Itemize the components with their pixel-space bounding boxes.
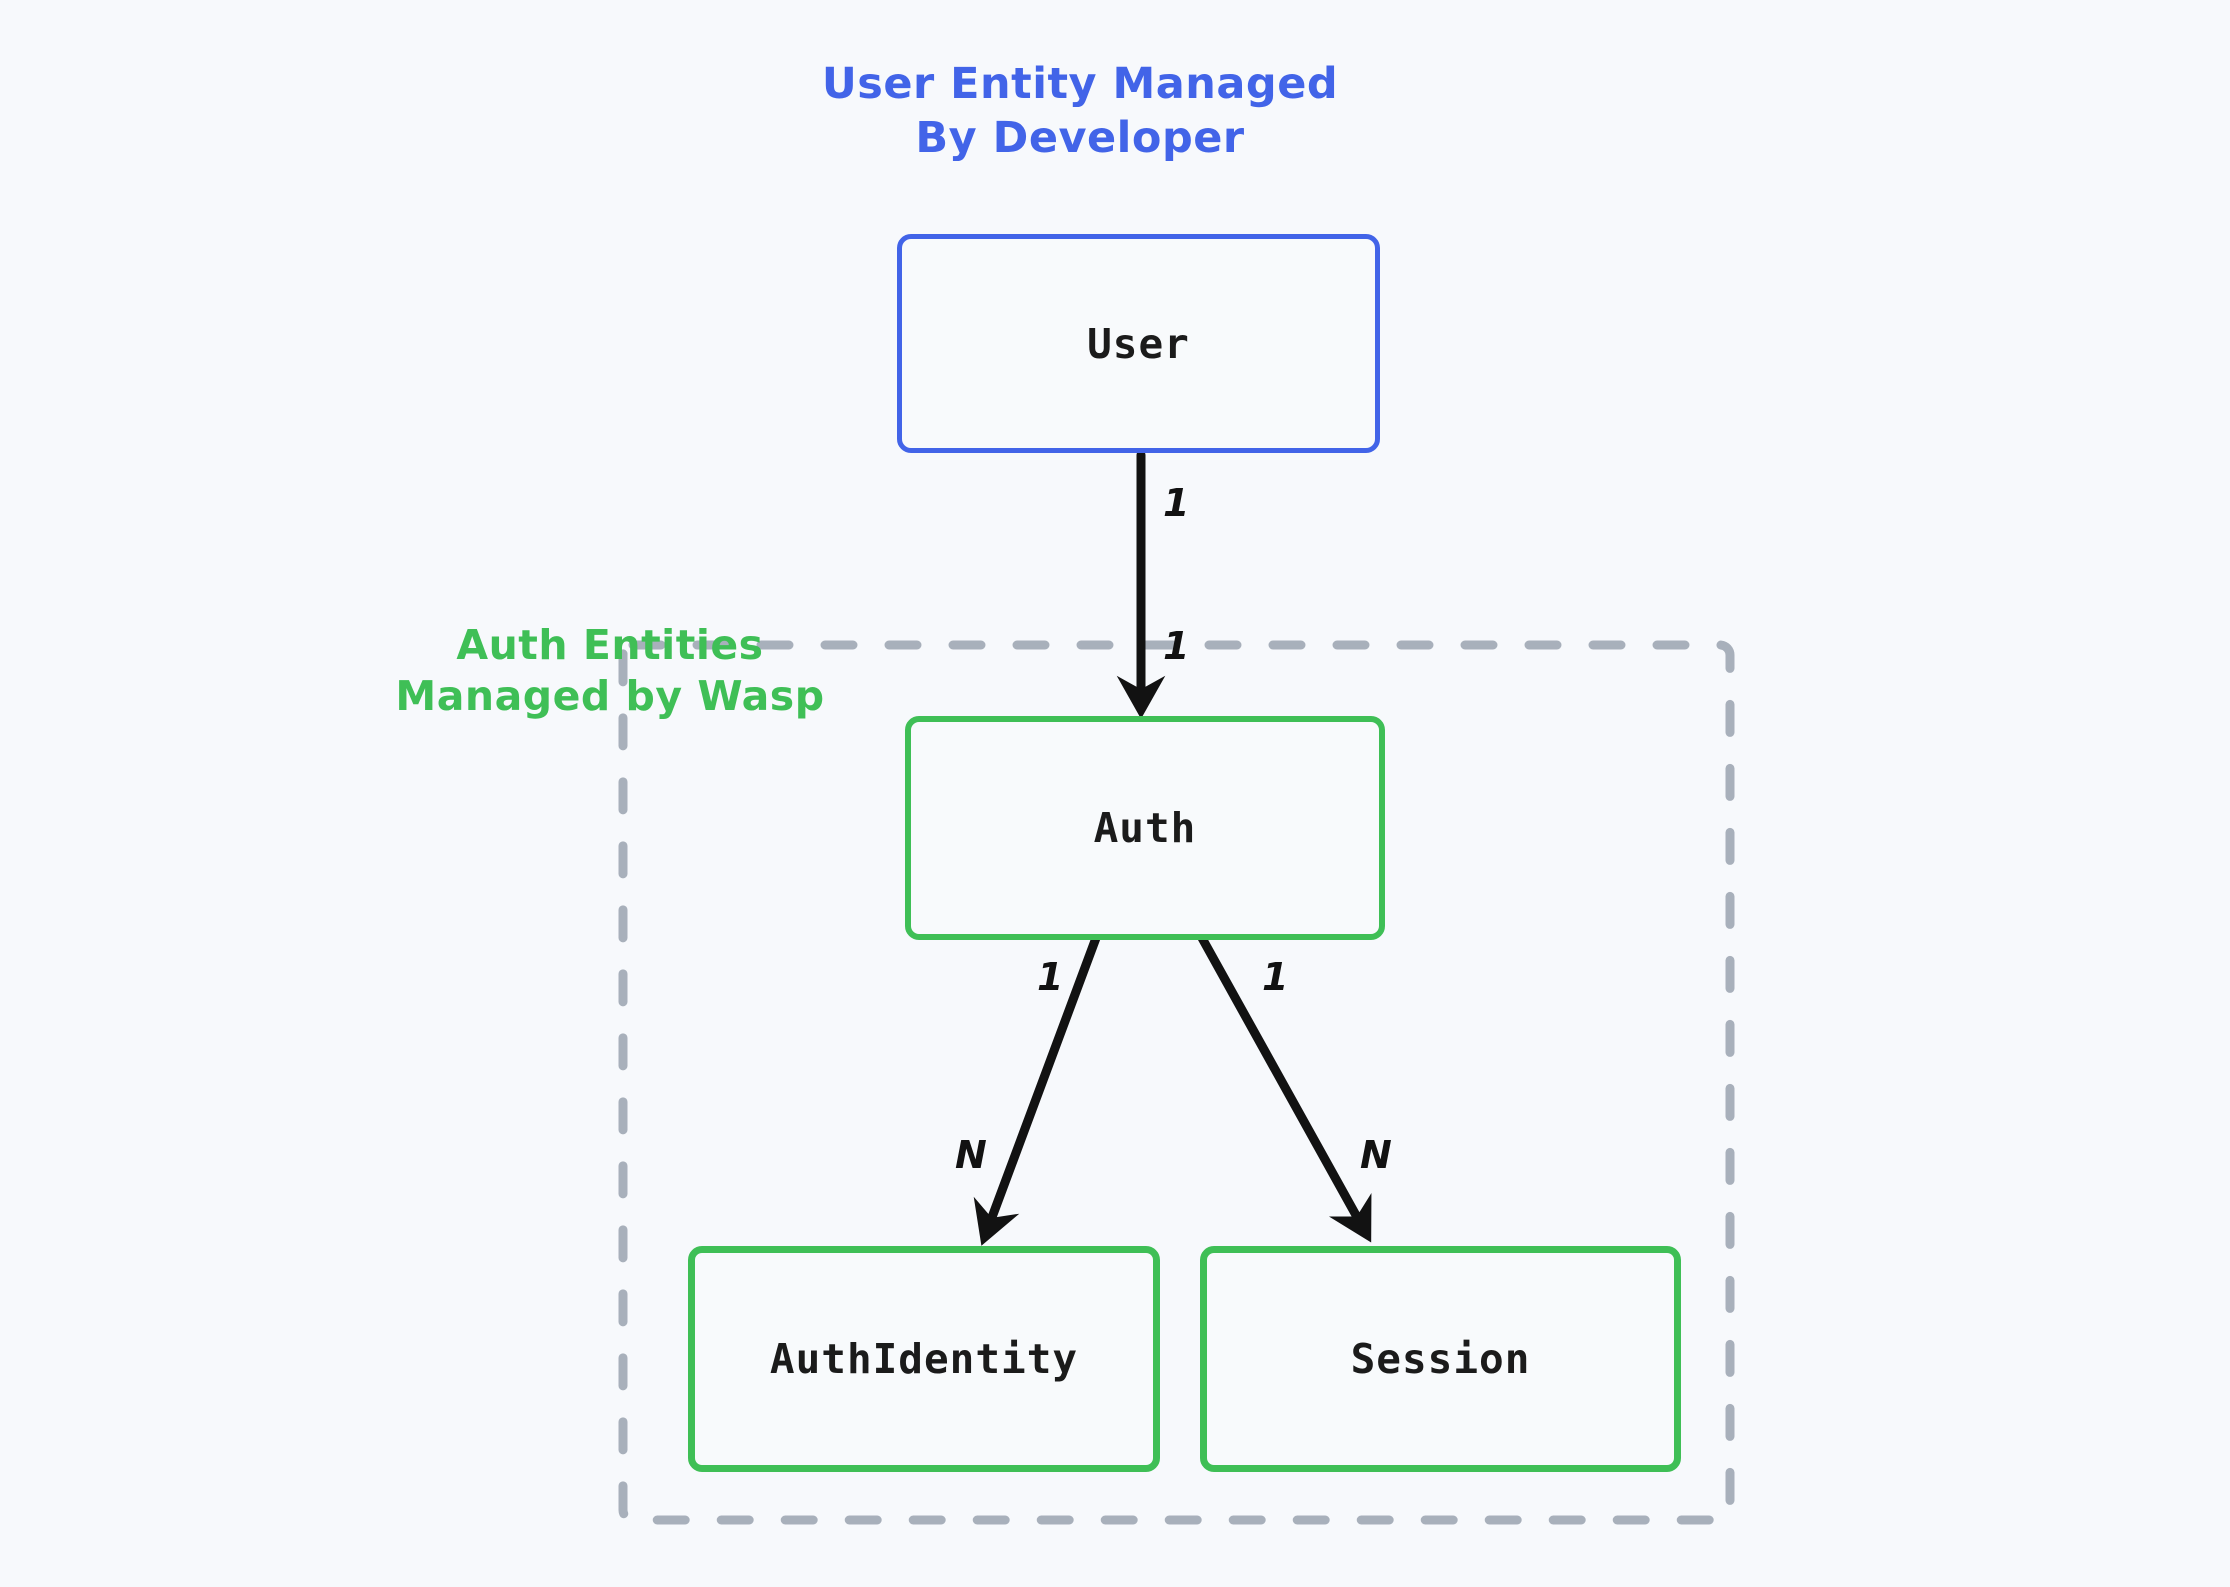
edge-auth-to-authidentity xyxy=(973,933,1101,1246)
node-session[interactable]: Session xyxy=(1200,1246,1681,1472)
edge-label-auth-session-source: 1 xyxy=(1262,955,1289,999)
edge-label-user-auth-source: 1 xyxy=(1163,481,1190,525)
node-authidentity-label: AuthIdentity xyxy=(769,1335,1079,1383)
edge-label-auth-authidentity-source: 1 xyxy=(1037,955,1064,999)
node-user-label: User xyxy=(1087,319,1190,368)
edge-label-auth-session-target: N xyxy=(1360,1133,1392,1177)
node-auth-label: Auth xyxy=(1093,804,1197,852)
auth-entities-boundary xyxy=(618,640,1735,1525)
node-auth[interactable]: Auth xyxy=(905,716,1385,940)
node-session-label: Session xyxy=(1350,1335,1531,1383)
edge-label-user-auth-target: 1 xyxy=(1163,624,1190,668)
edge-auth-to-session xyxy=(1197,933,1372,1243)
user-group-caption: User Entity Managed By Developer xyxy=(821,59,1339,163)
auth-group-caption: Auth Entities Managed by Wasp xyxy=(395,621,825,721)
node-user[interactable]: User xyxy=(897,234,1380,453)
edge-label-auth-authidentity-target: N xyxy=(955,1133,987,1177)
node-authidentity[interactable]: AuthIdentity xyxy=(688,1246,1160,1472)
